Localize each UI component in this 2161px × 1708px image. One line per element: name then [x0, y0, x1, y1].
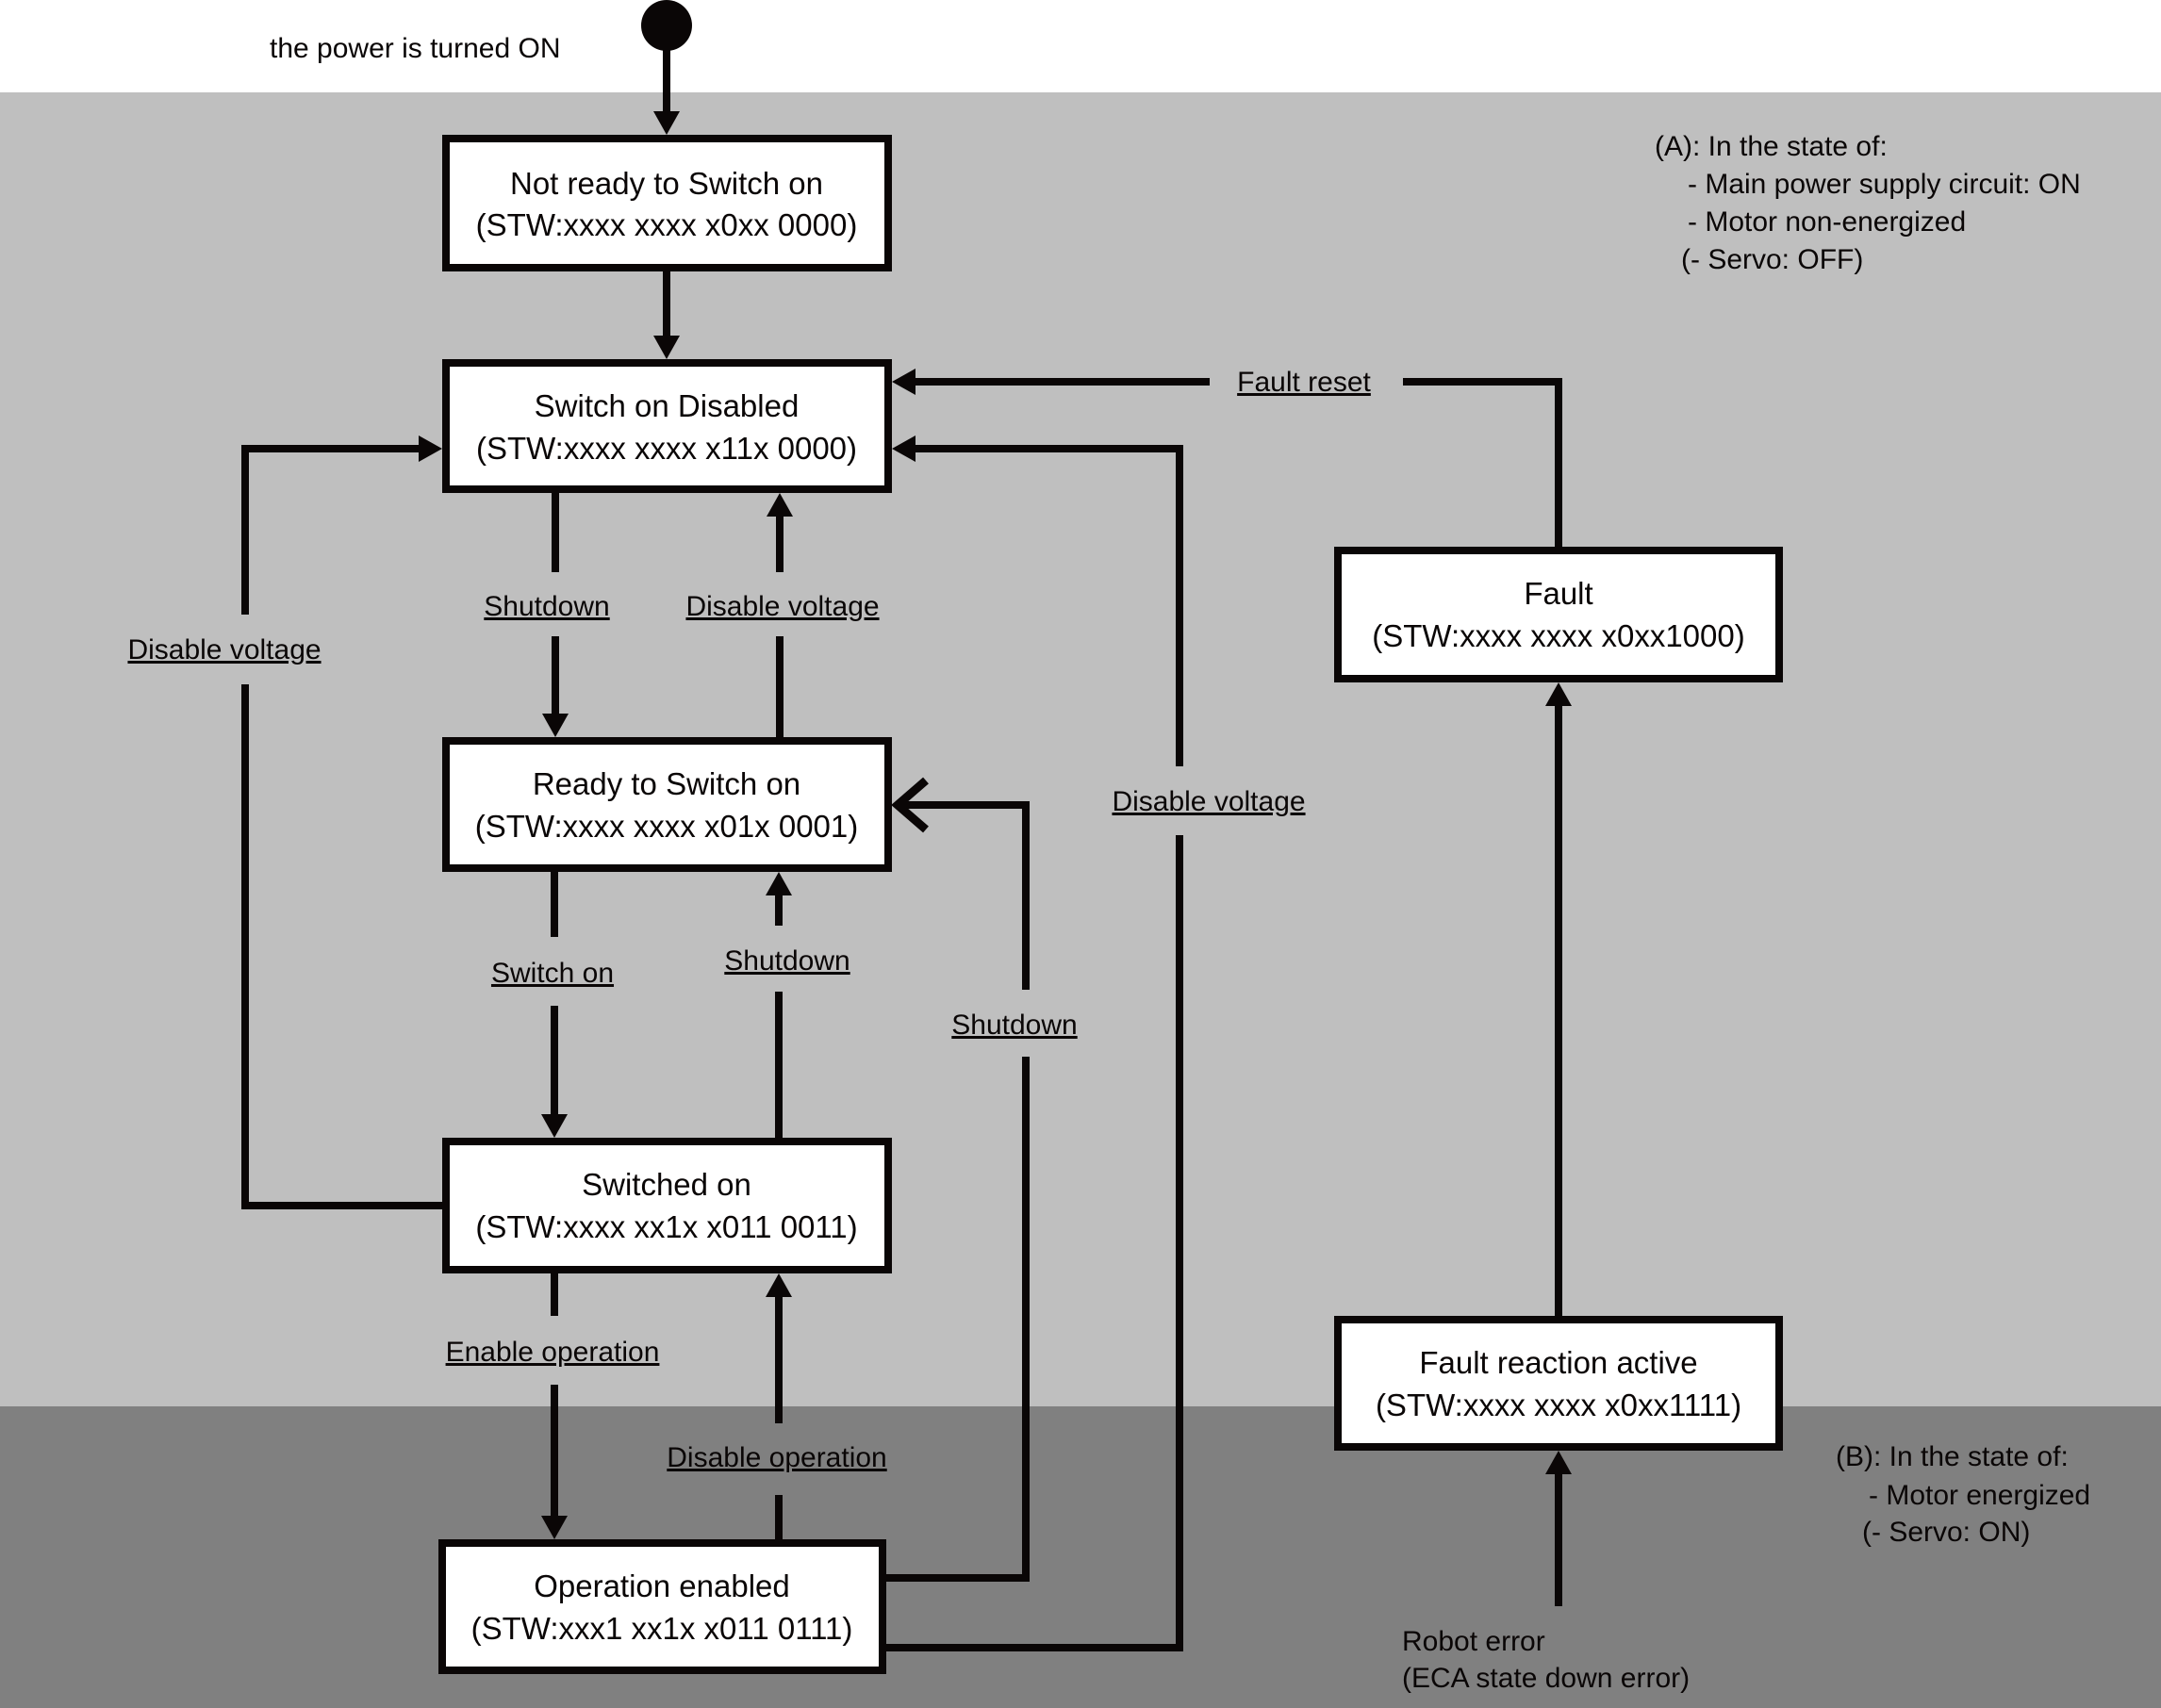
state-name: Not ready to Switch on	[510, 166, 823, 201]
state-stw: (STW:xxxx xx1x x011 0011)	[475, 1209, 857, 1244]
note-a-line2: - Motor non-energized	[1688, 206, 1966, 238]
robot-error-label: Robot error	[1402, 1626, 1545, 1657]
state-stw: (STW:xxxx xxxx x0xx 0000)	[476, 207, 858, 242]
state-name: Switch on Disabled	[535, 388, 800, 423]
state-box	[442, 135, 892, 271]
state-box	[438, 1539, 886, 1674]
note-b-line1: - Motor energized	[1869, 1480, 2090, 1511]
state-stw: (STW:xxxx xxxx x11x 0000)	[476, 431, 857, 466]
arrow-head-icon	[542, 714, 569, 737]
state-box	[1334, 547, 1783, 682]
state-stw: (STW:xxx1 xx1x x011 0111)	[471, 1611, 853, 1646]
arrow-head-icon	[766, 872, 792, 895]
note-a-line3: (- Servo: OFF)	[1681, 244, 1863, 275]
arrow-head-icon	[766, 1273, 792, 1297]
state-name: Fault reaction active	[1419, 1345, 1697, 1380]
state-stw: (STW:xxxx xxxx x0xx1111)	[1376, 1388, 1741, 1422]
state-not-ready-to-switch-on: Not ready to Switch on (STW:xxxx xxxx x0…	[442, 135, 892, 271]
transition-shutdown-3: Shutdown	[951, 1010, 1077, 1041]
state-name: Ready to Switch on	[533, 766, 800, 801]
start-label: the power is turned ON	[270, 33, 560, 64]
arrow-head-icon	[653, 336, 680, 359]
state-name: Switched on	[582, 1167, 751, 1202]
robot-error-detail: (ECA state down error)	[1402, 1663, 1690, 1694]
arrow-head-icon	[653, 111, 680, 135]
arrow-head-icon	[419, 435, 442, 462]
state-switch-on-disabled: Switch on Disabled (STW:xxxx xxxx x11x 0…	[442, 359, 892, 493]
arrow-head-icon	[541, 1516, 568, 1539]
transition-disable-operation: Disable operation	[667, 1442, 886, 1473]
transition-fault-reset: Fault reset	[1237, 367, 1371, 398]
disable-voltage-left-line-upper	[241, 445, 419, 615]
note-b-title: (B): In the state of:	[1836, 1441, 2069, 1472]
start-node-icon	[641, 0, 692, 51]
arrow-head-icon	[1545, 682, 1572, 706]
state-box	[442, 737, 892, 872]
state-name: Operation enabled	[534, 1568, 790, 1603]
note-a-line1: - Main power supply circuit: ON	[1688, 169, 2081, 200]
shutdown-3-line-upper	[898, 801, 1030, 990]
transition-disable-voltage-left: Disable voltage	[127, 634, 321, 665]
state-fault-reaction-active: Fault reaction active (STW:xxxx xxxx x0x…	[1334, 1316, 1783, 1451]
transition-enable-operation: Enable operation	[446, 1337, 660, 1368]
disable-voltage-left-line-lower	[241, 684, 442, 1209]
note-a-title: (A): In the state of:	[1655, 131, 1888, 162]
region-a-background	[0, 92, 2161, 1406]
transition-disable-voltage-right: Disable voltage	[1112, 786, 1305, 817]
state-stw: (STW:xxxx xxxx x0xx1000)	[1372, 618, 1744, 653]
top-band	[0, 0, 2161, 92]
transition-shutdown-2: Shutdown	[724, 945, 850, 977]
state-fault: Fault (STW:xxxx xxxx x0xx1000)	[1334, 547, 1783, 682]
arrow-head-icon	[541, 1114, 568, 1138]
state-name: Fault	[1524, 576, 1592, 611]
arrow-head-icon	[891, 777, 929, 833]
arrow-head-icon	[1545, 1451, 1572, 1474]
disable-voltage-right-line-upper	[916, 445, 1183, 766]
note-b-line2: (- Servo: ON)	[1862, 1517, 2030, 1548]
transition-disable-voltage-1: Disable voltage	[685, 591, 879, 622]
arrow-head-icon	[892, 435, 916, 462]
transition-switch-on: Switch on	[491, 958, 614, 989]
arrow-head-icon	[767, 493, 793, 517]
arrow-head-icon	[892, 369, 916, 395]
state-stw: (STW:xxxx xxxx x01x 0001)	[475, 809, 859, 844]
state-box	[1334, 1316, 1783, 1451]
shutdown-3-line-lower	[886, 1057, 1030, 1582]
region-b-background	[0, 1406, 2161, 1708]
note-region-b: (B): In the state of: - Motor energized …	[1836, 1441, 2090, 1548]
fault-reset-line-right	[1403, 378, 1562, 547]
state-operation-enabled: Operation enabled (STW:xxx1 xx1x x011 01…	[438, 1539, 886, 1674]
note-region-a: (A): In the state of: - Main power suppl…	[1655, 131, 2081, 275]
state-switched-on: Switched on (STW:xxxx xx1x x011 0011)	[442, 1138, 892, 1273]
state-box	[442, 359, 892, 493]
transition-shutdown-1: Shutdown	[484, 591, 609, 622]
state-box	[442, 1138, 892, 1273]
state-ready-to-switch-on: Ready to Switch on (STW:xxxx xxxx x01x 0…	[442, 737, 892, 872]
disable-voltage-right-line-lower	[886, 835, 1183, 1651]
